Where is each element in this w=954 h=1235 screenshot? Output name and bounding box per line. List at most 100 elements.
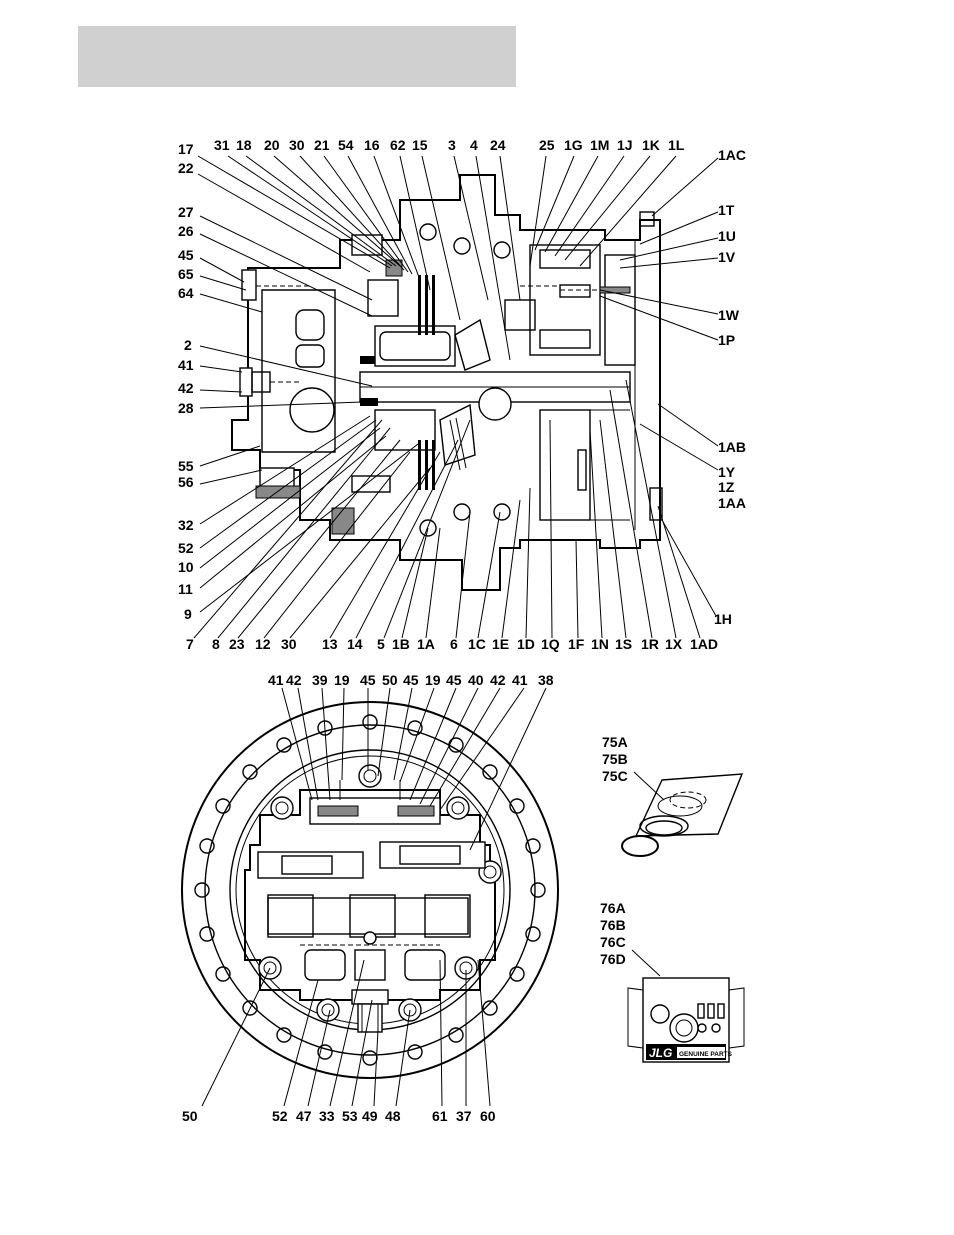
label-1Y: 1Y xyxy=(718,464,736,480)
label-32: 32 xyxy=(178,517,194,533)
label-76C: 76C xyxy=(600,934,626,950)
label-45: 45 xyxy=(178,247,194,263)
label-26: 26 xyxy=(178,223,194,239)
label-19-b: 19 xyxy=(425,672,441,688)
label-11: 11 xyxy=(178,581,193,597)
label-45-b: 45 xyxy=(403,672,419,688)
label-1U: 1U xyxy=(718,228,736,244)
label-15: 15 xyxy=(412,137,428,153)
label-1E: 1E xyxy=(492,636,509,652)
kit-logo: JLG xyxy=(649,1046,672,1060)
flange-bolt-holes xyxy=(194,714,546,1066)
label-76B: 76B xyxy=(600,917,626,933)
label-3: 3 xyxy=(448,137,456,153)
label-50-a: 50 xyxy=(382,672,398,688)
label-53: 53 xyxy=(342,1108,358,1124)
label-64: 64 xyxy=(178,285,194,301)
label-22: 22 xyxy=(178,160,194,176)
label-17: 17 xyxy=(178,141,194,157)
label-52-end: 52 xyxy=(272,1108,288,1124)
label-54: 54 xyxy=(338,137,354,153)
label-1AD: 1AD xyxy=(690,636,718,652)
label-48: 48 xyxy=(385,1108,401,1124)
top-leader-lines xyxy=(197,155,719,617)
label-42-b: 42 xyxy=(490,672,506,688)
label-9: 9 xyxy=(184,606,192,622)
label-21: 21 xyxy=(314,137,330,153)
label-1S: 1S xyxy=(615,636,632,652)
label-45-a: 45 xyxy=(360,672,376,688)
label-8: 8 xyxy=(212,636,220,652)
label-50-b: 50 xyxy=(182,1108,198,1124)
end-view-leaders xyxy=(201,687,547,1107)
label-38: 38 xyxy=(538,672,554,688)
label-41-b: 41 xyxy=(512,672,528,688)
label-1J: 1J xyxy=(617,137,633,153)
label-1V: 1V xyxy=(718,249,736,265)
label-33: 33 xyxy=(319,1108,335,1124)
label-75B: 75B xyxy=(602,751,628,767)
label-39: 39 xyxy=(312,672,328,688)
label-47: 47 xyxy=(296,1108,312,1124)
label-19-a: 19 xyxy=(334,672,350,688)
label-18: 18 xyxy=(236,137,252,153)
label-75A: 75A xyxy=(602,734,628,750)
label-1H: 1H xyxy=(714,611,732,627)
label-1P: 1P xyxy=(718,332,735,348)
label-5: 5 xyxy=(377,636,385,652)
label-1M: 1M xyxy=(590,137,609,153)
label-41: 41 xyxy=(178,357,194,373)
label-75C: 75C xyxy=(602,768,628,784)
label-1N: 1N xyxy=(591,636,609,652)
label-1L: 1L xyxy=(668,137,685,153)
label-23: 23 xyxy=(229,636,245,652)
label-42: 42 xyxy=(178,380,194,396)
label-31: 31 xyxy=(214,137,230,153)
label-30b: 30 xyxy=(281,636,297,652)
label-6: 6 xyxy=(450,636,458,652)
label-1Q: 1Q xyxy=(541,636,560,652)
header-bar xyxy=(78,26,516,87)
label-62: 62 xyxy=(390,137,406,153)
label-55: 55 xyxy=(178,458,194,474)
label-20: 20 xyxy=(264,137,280,153)
label-1R: 1R xyxy=(641,636,659,652)
label-1D: 1D xyxy=(517,636,535,652)
label-76D: 76D xyxy=(600,951,626,967)
label-1F: 1F xyxy=(568,636,585,652)
label-1C: 1C xyxy=(468,636,486,652)
parts-kit: 76A 76B 76C 76D JLG GENUINE PARTS xyxy=(600,900,745,1063)
label-1K: 1K xyxy=(642,137,660,153)
seal-kit: 75A 75B 75C xyxy=(602,734,744,857)
label-12: 12 xyxy=(255,636,271,652)
label-1AC: 1AC xyxy=(718,147,746,163)
label-1X: 1X xyxy=(665,636,683,652)
label-30: 30 xyxy=(289,137,305,153)
bottom-leader-lines-section xyxy=(193,379,701,639)
end-view-labels: 41 42 39 19 45 50 45 19 45 40 42 41 38 5… xyxy=(182,672,554,1124)
label-45-c: 45 xyxy=(446,672,462,688)
label-24: 24 xyxy=(490,137,506,153)
label-2: 2 xyxy=(184,337,192,353)
label-52: 52 xyxy=(178,540,194,556)
label-42-end: 42 xyxy=(286,672,302,688)
label-1A: 1A xyxy=(417,636,435,652)
label-1Z: 1Z xyxy=(718,479,735,495)
label-27: 27 xyxy=(178,204,194,220)
label-65: 65 xyxy=(178,266,194,282)
label-1AB: 1AB xyxy=(718,439,746,455)
end-view xyxy=(181,701,559,1079)
label-41-end: 41 xyxy=(268,672,284,688)
label-1G: 1G xyxy=(564,137,583,153)
label-37: 37 xyxy=(456,1108,472,1124)
section-labels: 17 31 18 20 30 21 54 16 62 15 3 4 24 25 … xyxy=(178,137,746,652)
label-56: 56 xyxy=(178,474,194,490)
label-4: 4 xyxy=(470,137,478,153)
label-49: 49 xyxy=(362,1108,378,1124)
label-1AA: 1AA xyxy=(718,495,746,511)
label-10: 10 xyxy=(178,559,194,575)
label-61: 61 xyxy=(432,1108,448,1124)
label-76A: 76A xyxy=(600,900,626,916)
label-28: 28 xyxy=(178,400,194,416)
